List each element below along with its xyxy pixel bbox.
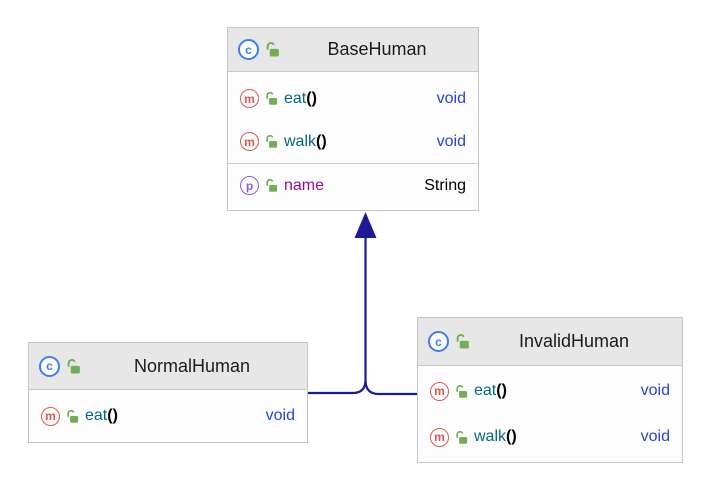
- member-row-eat[interactable]: m eat() void: [418, 368, 682, 414]
- member-type: void: [265, 407, 295, 424]
- class-icon: c: [428, 331, 449, 352]
- member-row-walk[interactable]: m walk() void: [228, 120, 478, 163]
- method-icon: m: [430, 427, 449, 447]
- class-icon: c: [39, 355, 60, 377]
- unlock-icon: [264, 91, 279, 106]
- member-row-eat[interactable]: m eat() void: [228, 77, 478, 120]
- method-icon: m: [240, 89, 259, 108]
- member-name: eat(): [474, 382, 507, 399]
- member-type: void: [640, 382, 670, 399]
- members-properties-divider: [228, 163, 478, 164]
- unlock-icon: [454, 333, 471, 350]
- unlock-icon: [454, 384, 469, 399]
- class-title: InvalidHuman: [518, 331, 630, 351]
- member-type: void: [640, 428, 670, 445]
- class-title: BaseHuman: [327, 39, 427, 59]
- unlock-icon: [264, 134, 279, 149]
- class-title: NormalHuman: [133, 355, 251, 376]
- member-name: walk(): [284, 132, 327, 150]
- member-row-eat[interactable]: m eat() void: [29, 390, 307, 442]
- member-name: eat(): [284, 89, 317, 107]
- class-header-basehuman[interactable]: c BaseHuman: [228, 28, 478, 72]
- unlock-icon: [65, 358, 82, 375]
- class-icon: c: [238, 39, 259, 60]
- member-type: void: [436, 132, 466, 150]
- edge-normalhuman-to-basehuman: [308, 379, 367, 395]
- member-row-walk[interactable]: m walk() void: [418, 414, 682, 460]
- inheritance-arrowhead: [354, 212, 377, 238]
- class-header-invalidhuman[interactable]: c InvalidHuman: [418, 318, 682, 366]
- unlock-icon: [65, 409, 80, 424]
- class-members: m eat() void m walk(): [418, 366, 682, 460]
- member-name: eat(): [85, 407, 118, 424]
- member-type: void: [436, 89, 466, 107]
- class-members: m eat() void: [29, 390, 307, 442]
- edge-invalidhuman-to-basehuman: [364, 379, 417, 396]
- property-icon: p: [240, 176, 259, 195]
- class-node-invalidhuman[interactable]: c InvalidHuman m eat() void: [417, 317, 683, 463]
- member-name: walk(): [474, 428, 517, 445]
- unlock-icon: [264, 178, 279, 193]
- member-type: String: [424, 176, 466, 194]
- method-icon: m: [430, 381, 449, 401]
- class-node-normalhuman[interactable]: c NormalHuman m eat() void: [28, 342, 308, 443]
- member-row-name[interactable]: p name String: [228, 164, 478, 207]
- method-icon: m: [240, 132, 259, 151]
- class-members: m eat() void m walk(): [228, 72, 478, 207]
- class-node-basehuman[interactable]: c BaseHuman m eat() void: [227, 27, 479, 211]
- unlock-icon: [264, 41, 281, 58]
- class-header-normalhuman[interactable]: c NormalHuman: [29, 343, 307, 390]
- method-icon: m: [41, 406, 60, 426]
- member-name: name: [284, 176, 325, 194]
- unlock-icon: [454, 430, 469, 445]
